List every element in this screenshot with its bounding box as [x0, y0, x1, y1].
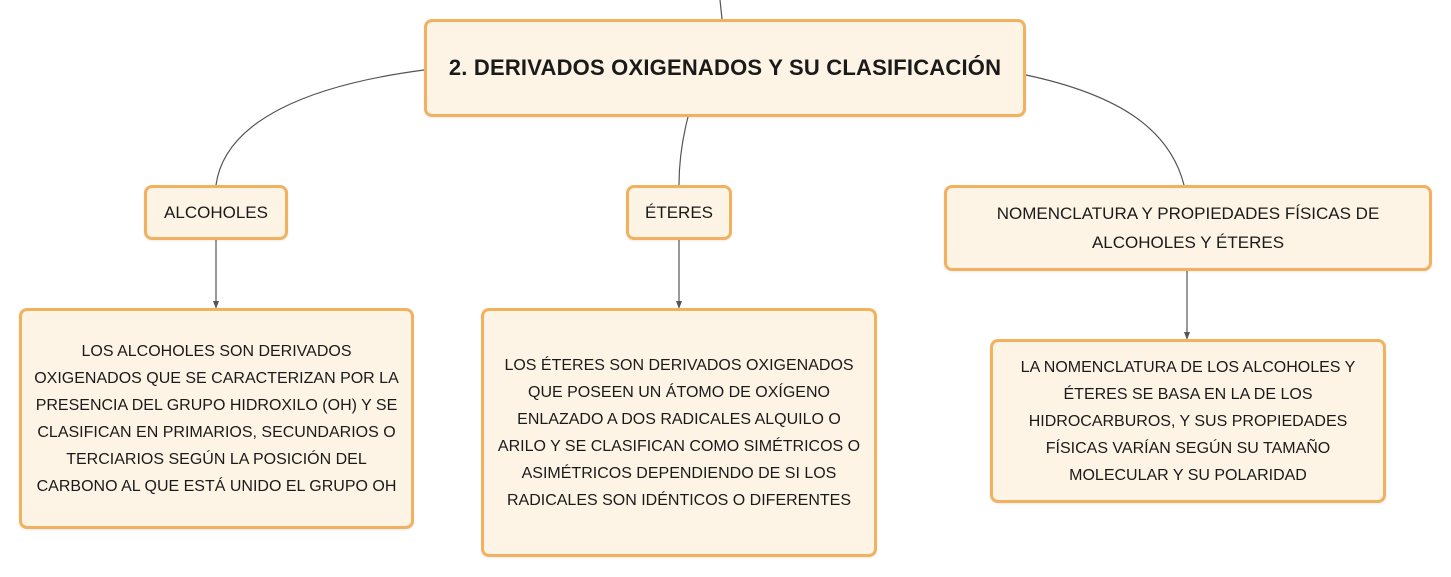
topic-node-alcoholes[interactable]: ALCOHOLES	[144, 185, 288, 240]
connector-root-to-eteres	[678, 116, 689, 186]
detail-text: LA NOMENCLATURA DE LOS ALCOHOLES Y ÉTERE…	[1020, 358, 1356, 484]
detail-text: LOS ÉTERES SON DERIVADOS OXIGENADOS QUE …	[497, 356, 861, 509]
incoming-connector	[719, 0, 723, 20]
topic-node-eteres[interactable]: ÉTERES	[626, 185, 732, 240]
root-node[interactable]: 2. DERIVADOS OXIGENADOS Y SU CLASIFICACI…	[424, 19, 1026, 117]
topic-label: ALCOHOLES	[164, 203, 268, 222]
root-title: 2. DERIVADOS OXIGENADOS Y SU CLASIFICACI…	[448, 55, 1002, 80]
detail-text: LOS ALCOHOLES SON DERIVADOS OXIGENADOS Q…	[34, 342, 399, 495]
connector-root-to-nomenclatura	[1025, 74, 1185, 186]
topic-node-nomenclatura[interactable]: NOMENCLATURA Y PROPIEDADES FÍSICAS DE AL…	[944, 185, 1432, 271]
topic-label: NOMENCLATURA Y PROPIEDADES FÍSICAS DE AL…	[996, 204, 1380, 252]
detail-node-alcoholes[interactable]: LOS ALCOHOLES SON DERIVADOS OXIGENADOS Q…	[19, 308, 414, 529]
topic-label: ÉTERES	[644, 203, 714, 222]
detail-node-nomenclatura[interactable]: LA NOMENCLATURA DE LOS ALCOHOLES Y ÉTERE…	[990, 339, 1386, 503]
detail-node-eteres[interactable]: LOS ÉTERES SON DERIVADOS OXIGENADOS QUE …	[481, 308, 877, 557]
connector-root-to-alcoholes	[215, 69, 425, 186]
